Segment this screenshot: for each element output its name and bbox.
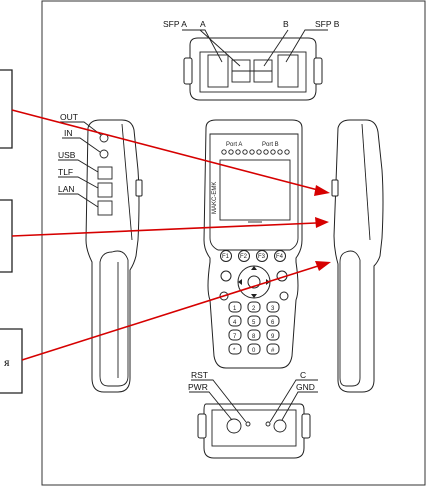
f4-label: F4: [276, 254, 284, 260]
label-gnd: GND: [296, 382, 315, 392]
rst-button[interactable]: [245, 421, 251, 427]
arrow-top: [11, 109, 319, 191]
label-port-a: Port A: [226, 142, 242, 148]
in-connector: [99, 149, 109, 159]
key-2[interactable]: [247, 301, 261, 313]
label-c: C: [300, 370, 306, 380]
nav-up-icon: [251, 266, 257, 270]
nav-left-icon: [238, 279, 242, 285]
device-screen: [219, 159, 291, 221]
front-view: Port A Port B MAKC-EMK F1 F2 F3 F4: [203, 119, 303, 369]
callout-box-bottom: я: [0, 328, 23, 394]
f3-key[interactable]: [256, 250, 268, 262]
c-connector: [265, 421, 271, 427]
label-pwr: PWR: [188, 382, 208, 392]
key-3[interactable]: [266, 301, 280, 313]
f3-label: F3: [258, 254, 266, 260]
label-sfp-b: SFP B: [315, 19, 340, 29]
sfp-b-slot: [277, 54, 299, 88]
right-side-view: [331, 119, 384, 393]
lan-port: [97, 200, 113, 216]
key-8[interactable]: [247, 329, 261, 341]
escape-button[interactable]: [279, 291, 289, 301]
f1-key[interactable]: [220, 250, 232, 262]
label-tlf: TLF: [58, 167, 73, 177]
red-arrows: [11, 109, 331, 361]
f1-label: F1: [222, 254, 230, 260]
label-b: B: [283, 19, 289, 29]
pwr-connector: [226, 418, 242, 434]
diagram-frame: [41, 0, 426, 486]
key-0[interactable]: [247, 343, 261, 355]
key-9[interactable]: [266, 329, 280, 341]
f2-key[interactable]: [238, 250, 250, 262]
key-5-label: 5: [252, 320, 256, 326]
callout-bottom-text: я: [4, 355, 10, 369]
label-usb: USB: [58, 150, 76, 160]
label-in: IN: [64, 128, 73, 138]
key-6-label: 6: [271, 320, 275, 326]
arrow-middle-head-icon: [315, 217, 329, 228]
callout-box-top: [0, 69, 13, 149]
function-keys: F1 F2 F3 F4: [220, 250, 286, 262]
arrow-bottom: [21, 265, 319, 361]
side-button-left[interactable]: [220, 270, 232, 282]
key-7-label: 7: [233, 334, 237, 340]
key-star-label: *: [233, 348, 236, 354]
tlf-port: [97, 182, 113, 198]
label-out: OUT: [60, 112, 78, 122]
key-hash[interactable]: [266, 343, 280, 355]
arrow-bottom-head-icon: [315, 261, 331, 271]
device-logo: MAKC-EMK: [212, 182, 218, 214]
arrow-middle: [11, 222, 317, 237]
key-7[interactable]: [228, 329, 242, 341]
gnd-connector: [273, 419, 287, 433]
left-side-view: OUT IN USB TLF LAN: [58, 112, 143, 393]
key-9-label: 9: [271, 334, 275, 340]
key-2-label: 2: [252, 306, 256, 312]
top-view: SFP A A B SFP B: [163, 19, 340, 101]
key-3-label: 3: [271, 306, 275, 312]
key-4-label: 4: [233, 320, 237, 326]
key-star[interactable]: [228, 343, 242, 355]
key-1[interactable]: [228, 301, 242, 313]
bottom-view: RST PWR C GND: [188, 370, 318, 459]
callout-box-middle: [0, 199, 13, 273]
usb-port: [97, 166, 113, 180]
label-sfp-a: SFP A: [163, 19, 187, 29]
key-hash-label: #: [271, 348, 275, 354]
status-leds: [221, 149, 290, 155]
label-rst: RST: [191, 370, 208, 380]
key-8-label: 8: [252, 334, 256, 340]
key-6[interactable]: [266, 315, 280, 327]
f4-key[interactable]: [274, 250, 286, 262]
label-port-b: Port B: [262, 142, 279, 148]
key-1-label: 1: [233, 306, 237, 312]
label-a: A: [200, 19, 206, 29]
arrow-top-head-icon: [314, 185, 330, 196]
nav-down-icon: [251, 294, 257, 298]
key-5[interactable]: [247, 315, 261, 327]
key-4[interactable]: [228, 315, 242, 327]
key-0-label: 0: [252, 348, 256, 354]
f2-label: F2: [240, 254, 248, 260]
label-lan: LAN: [58, 184, 75, 194]
numeric-keypad: 1 2 3 4 5 6 7 8 9 * 0 #: [228, 301, 280, 355]
